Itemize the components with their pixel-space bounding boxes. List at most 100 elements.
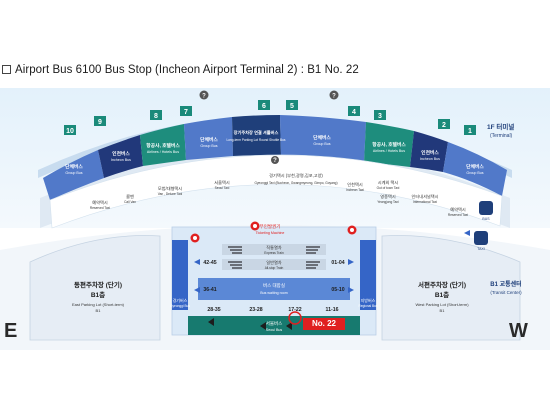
zone-label-ko-6: 단체버스: [313, 134, 331, 141]
zone-airlines-bus-right: [364, 122, 414, 167]
zone-label-ko-8: 인천버스: [421, 149, 439, 156]
zone-group-bus-left-2: [184, 117, 233, 160]
stop-range-11-16: 11-16: [326, 307, 339, 313]
zone-label-en-2: Incheon Bus: [111, 158, 131, 162]
stop-range-17-22: 17-22: [288, 307, 301, 313]
ticketing-label-en: Ticketing Machine: [256, 231, 285, 235]
gate-numbers: [64, 100, 476, 135]
taxi-label-ko-4: 서울택시: [214, 179, 230, 186]
zone-label-en-5: Long-term Parking Lot Round Shuttle Bus: [226, 138, 285, 142]
taxi-label-ko-8: 영종택시: [380, 193, 396, 200]
zone-label-en-3: Airlines / Hotels Bus: [147, 150, 179, 154]
terminal-label-ko: 1F 터미널: [487, 122, 514, 131]
taxi-label-ko-7: 시계외 택시: [378, 179, 399, 186]
zone-incheon-bus-right: [410, 131, 448, 172]
zone-label-en-9: Group Bus: [466, 171, 483, 175]
taxi-label-en-7: Out of town Taxi: [377, 186, 400, 190]
gate-8: 8: [154, 113, 158, 120]
taxi-icon: [474, 231, 488, 245]
zone-label-ko-9: 단체버스: [466, 163, 484, 170]
terminal-label-en: (Terminal): [490, 133, 513, 139]
east-parking-lot: [29, 235, 161, 341]
zone-label-ko-3: 항공사, 호텔버스: [146, 142, 180, 149]
regional-bus-en: Regional Bus: [359, 304, 378, 308]
express-label-ko: 직통열차: [266, 244, 282, 251]
highlight-stop-label: No. 22: [303, 318, 345, 330]
stop-range-05-10: 05-10: [331, 287, 344, 293]
east-parking-floor: B1층: [91, 290, 105, 299]
west-parking-ko: 서편주차장 (단기): [418, 280, 466, 289]
ticketing-pins: [190, 221, 357, 243]
west-parking-lot: [381, 235, 521, 341]
info-icon-1: ?: [202, 94, 206, 100]
taxi-label-ko-6: 인천택시: [347, 181, 363, 188]
compass-east: E: [4, 320, 18, 342]
taxi-label-ko-3: 모범/대형택시: [158, 185, 182, 192]
taxi-icon-label: TAXI: [477, 247, 485, 251]
zone-label-en-7: Airlines / Hotels Bus: [373, 149, 405, 153]
stop-range-36-41: 36-41: [203, 287, 216, 293]
gyeonggi-bus-en: Gyeonggi Bus: [170, 304, 190, 308]
page-heading: Airport Bus 6100 Bus Stop (Incheon Airpo…: [2, 64, 359, 76]
transit-center-en: (Transit Center): [490, 290, 522, 295]
bus-icon: [479, 201, 493, 215]
allstop-platform: [222, 259, 326, 270]
stop-range-23-28: 23-28: [249, 307, 262, 313]
gate-4: 4: [352, 109, 356, 116]
zone-group-bus-right-2: [443, 142, 507, 196]
taxi-label-ko-2: 콜밴: [126, 193, 134, 199]
taxi-label-en-6: Incheon Taxi: [346, 188, 364, 192]
transit-center-ko: B1 교통센터: [490, 280, 521, 288]
taxi-label-en-1: Reserved Taxi: [90, 206, 110, 210]
zone-group-bus-right: [280, 115, 366, 162]
express-platform: [222, 244, 326, 255]
seoul-bus-en: Seoul Bus: [266, 328, 283, 332]
zone-label-en-8: Incheon Bus: [420, 157, 440, 161]
zone-label-ko-4: 단체버스: [200, 136, 218, 143]
taxi-label-ko-9: 인터내셔널택시: [412, 193, 439, 200]
gate-2: 2: [442, 122, 446, 129]
express-label-en: Express Train: [264, 251, 284, 255]
taxi-label-ko-5: 경기택시 (부천,광명,김포,고양): [269, 172, 323, 179]
zone-label-ko-1: 단체버스: [65, 163, 83, 170]
regional-bus-strip: [360, 240, 376, 310]
waiting-room-ko: 버스 대합실: [263, 282, 285, 289]
taxi-label-en-8: Yeongjong Taxi: [377, 200, 399, 204]
west-parking-sub: B1: [440, 308, 446, 313]
taxi-label-en-3: Van , Deluxe Taxi: [158, 192, 183, 196]
zone-label-ko-5: 장기주차장 연결 셔틀버스: [234, 129, 279, 136]
gyeonggi-bus-strip: [172, 240, 188, 310]
stairs-icons: [228, 246, 320, 269]
info-icon-3: ?: [273, 158, 277, 164]
info-icons: [199, 90, 339, 164]
zone-group-bus-left: [43, 150, 104, 200]
stop-range-42-45: 42-45: [203, 260, 216, 266]
taxi-label-en-4: Seoul Taxi: [215, 186, 230, 190]
compass-west: W: [509, 320, 528, 342]
checkbox-icon: [2, 65, 11, 74]
zone-label-en-6: Group Bus: [313, 142, 330, 146]
taxi-label-ko-10: 예약택시: [450, 206, 466, 213]
regional-bus-ko: 지방버스: [361, 297, 376, 303]
gate-3: 3: [378, 113, 382, 120]
zone-incheon-bus-left: [98, 135, 143, 178]
direction-arrows: [194, 259, 354, 293]
info-icon-2: ?: [332, 94, 336, 100]
terminal-map: 10 9 8 7 6 5 4 3 2 1 ? ? ? 1F 터미널 (Termi…: [0, 88, 550, 350]
gate-10: 10: [66, 128, 74, 135]
taxi-arrow-icon: [464, 230, 470, 236]
east-parking-en: East Parking Lot (Short-term): [72, 302, 125, 307]
gate-9: 9: [98, 119, 102, 126]
zone-label-en-4: Group Bus: [200, 144, 217, 148]
bus-icon-label: BUS: [482, 217, 490, 221]
zone-label-en-1: Group Bus: [65, 171, 82, 175]
zone-airlines-bus-left: [140, 124, 186, 166]
gate-1: 1: [468, 128, 472, 135]
taxi-label-en-5: Gyeonggi Taxi (Bucheon, Gwangmyeong, Gim…: [254, 181, 337, 185]
east-parking-sub: B1: [96, 308, 102, 313]
taxi-band: [49, 154, 503, 229]
zone-label-ko-2: 인천버스: [112, 150, 130, 157]
bus-waiting-room: [198, 278, 350, 300]
stop-range-01-04: 01-04: [331, 260, 344, 266]
gate-6: 6: [262, 103, 266, 110]
